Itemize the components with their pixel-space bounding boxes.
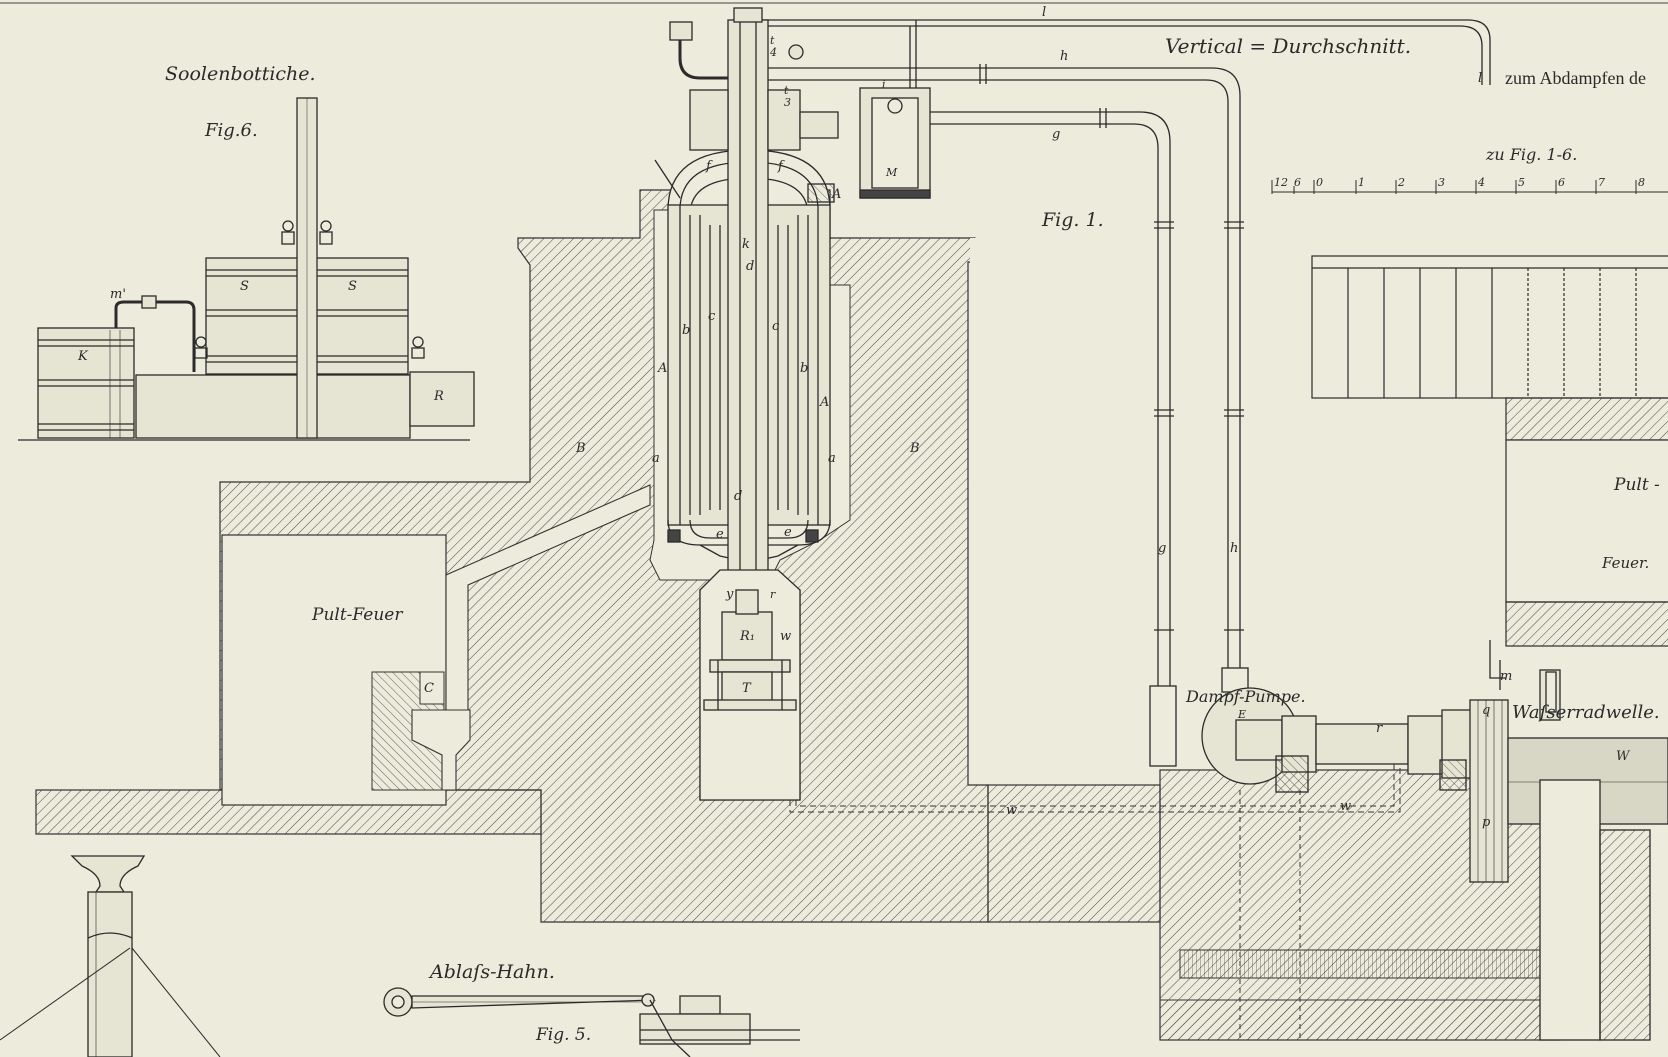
label-pult-feuer: Pult-Feuer bbox=[311, 605, 403, 625]
scale-tick: 8 bbox=[1638, 176, 1645, 189]
label-a-lower: a bbox=[652, 451, 660, 466]
label-f: f bbox=[777, 159, 785, 174]
label-w-channel: w bbox=[1340, 799, 1351, 814]
dampf-pumpe bbox=[1201, 687, 1473, 793]
scale-bar bbox=[1271, 180, 1668, 194]
caption-fig1: Fig. 1. bbox=[1041, 209, 1104, 231]
scale-tick: 3 bbox=[1438, 176, 1445, 189]
scale-tick: 6 bbox=[1558, 176, 1565, 189]
label-r-shaft: r bbox=[1376, 721, 1383, 736]
caption-fig6: Fig.6. bbox=[204, 120, 258, 141]
caption-zu-fig: zu Fig. 1-6. bbox=[1485, 145, 1577, 164]
label-s: S bbox=[240, 279, 249, 294]
label-k: K bbox=[77, 349, 89, 364]
furnace-masonry bbox=[35, 189, 1130, 923]
caption-vertical-durchschnitt: Vertical = Durchschnitt. bbox=[1165, 34, 1411, 58]
label-a-upper: A bbox=[831, 187, 841, 202]
label-3: 3 bbox=[784, 96, 791, 109]
caption-soolenbottiche: Soolenbottiche. bbox=[165, 63, 316, 85]
label-g-vert: g bbox=[1158, 541, 1166, 556]
caption-zum-abdampfen: zum Abdampfen de bbox=[1505, 68, 1646, 88]
fig5-ablass-hahn bbox=[383, 987, 800, 1057]
scale-labels: 12 6 0 1 2 3 4 5 6 7 8 bbox=[1274, 176, 1645, 189]
label-g-top: g bbox=[1052, 127, 1060, 142]
label-r1: R₁ bbox=[739, 629, 755, 644]
label-e-pump: E bbox=[1237, 708, 1246, 721]
bottom-left-column bbox=[0, 855, 221, 1057]
scale-tick: 1 bbox=[1358, 176, 1365, 189]
label-q: q bbox=[1482, 703, 1490, 718]
label-i: i bbox=[882, 78, 886, 91]
evaporation-vessel bbox=[654, 7, 931, 801]
fig6-soolenbottiche bbox=[18, 97, 475, 441]
label-b: b bbox=[682, 323, 690, 338]
label-h-top: h bbox=[1060, 49, 1068, 64]
label-y: y bbox=[725, 587, 734, 602]
label-t-chamber: T bbox=[742, 681, 752, 696]
label-t3: t bbox=[784, 84, 789, 97]
scale-tick: 5 bbox=[1518, 176, 1525, 189]
label-d: d bbox=[746, 259, 754, 274]
label-k-pipe: k bbox=[742, 237, 750, 252]
letter-labels: K S S m' R l l h g t 4 t 3 i M f f k d d… bbox=[77, 5, 1631, 830]
wasserradwelle bbox=[1469, 640, 1668, 1041]
caption-fig5: Fig. 5. bbox=[535, 1025, 591, 1045]
label-l-right: l bbox=[1478, 71, 1482, 86]
label-w-channel: w bbox=[1006, 803, 1017, 818]
label-dampf-pumpe: Dampf-Pumpe. bbox=[1185, 687, 1306, 706]
label-4: 4 bbox=[769, 46, 777, 59]
scale-tick: 7 bbox=[1598, 176, 1605, 189]
scale-tick: 2 bbox=[1397, 176, 1405, 189]
scale-tick: 0 bbox=[1316, 176, 1323, 189]
scale-tick: 12 bbox=[1274, 176, 1288, 189]
label-a-upper: A bbox=[657, 361, 667, 376]
scale-tick: 4 bbox=[1477, 176, 1485, 189]
label-b-masonry: B bbox=[909, 441, 920, 456]
label-t4: t bbox=[770, 34, 775, 47]
label-r-box: R bbox=[433, 389, 444, 404]
label-p: p bbox=[1482, 815, 1491, 830]
label-b: b bbox=[800, 361, 808, 376]
label-pult-right: Pult - bbox=[1613, 475, 1660, 495]
label-feuer-right: Feuer. bbox=[1601, 554, 1649, 572]
label-c-flue: C bbox=[424, 681, 434, 696]
label-w-shaft: W bbox=[1616, 749, 1631, 764]
scale-tick: 6 bbox=[1294, 176, 1301, 189]
label-m: m bbox=[1500, 669, 1512, 684]
label-c: c bbox=[708, 309, 716, 324]
label-a-upper: A bbox=[819, 395, 829, 410]
label-d: d bbox=[734, 489, 742, 504]
label-f: f bbox=[705, 159, 713, 174]
label-wasserradwelle: Waſserradwelle. bbox=[1512, 702, 1660, 723]
label-s: S bbox=[348, 279, 357, 294]
pump-foundation bbox=[987, 769, 1581, 1041]
label-w-small: w bbox=[780, 629, 791, 644]
label-m-prime: m' bbox=[110, 287, 126, 302]
label-m-box: M bbox=[885, 166, 898, 179]
label-a-lower: a bbox=[828, 451, 836, 466]
barrel-k bbox=[37, 327, 135, 439]
label-b-masonry: B bbox=[575, 441, 586, 456]
label-c: c bbox=[772, 319, 780, 334]
label-h-vert: h bbox=[1230, 541, 1238, 556]
label-e: e bbox=[784, 525, 792, 540]
label-l-top: l bbox=[1042, 5, 1046, 20]
label-r-small: r bbox=[770, 588, 776, 601]
right-pult-feuer bbox=[1311, 255, 1668, 647]
caption-ablass-hahn: Ablaſs-Hahn. bbox=[428, 961, 555, 983]
pipe-network bbox=[760, 19, 1491, 767]
label-e: e bbox=[716, 527, 724, 542]
